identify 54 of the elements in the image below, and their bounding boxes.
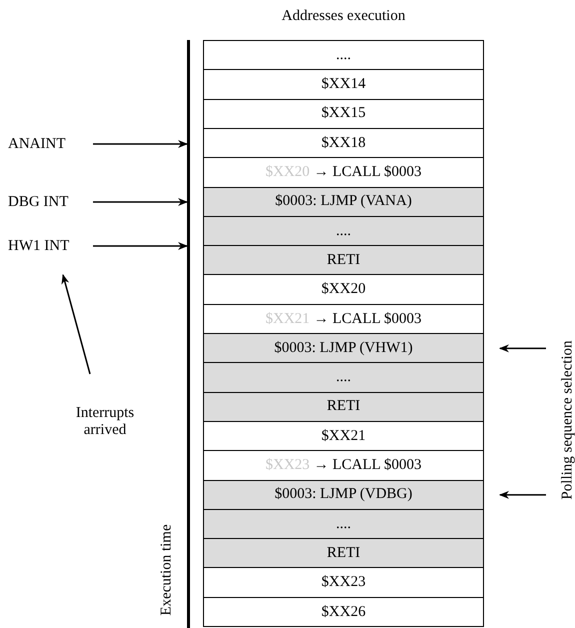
memory-row	[203, 98, 484, 130]
shaded-memory-row	[203, 245, 484, 276]
axis-caption: Execution time	[158, 524, 174, 616]
instruction-text: ....	[336, 46, 351, 64]
memory-row	[203, 420, 484, 452]
instruction-text: $0003: LJMP (VDBG)	[274, 486, 412, 504]
arrow	[499, 344, 546, 352]
shaded-memory-row	[203, 538, 484, 569]
diagram-title: Addresses execution	[282, 8, 406, 24]
memory-row	[203, 128, 484, 159]
memory-row	[203, 157, 484, 188]
shaded-memory-row	[203, 333, 484, 364]
memory-row	[203, 274, 484, 306]
instruction-text: ....	[336, 369, 351, 386]
memory-row	[203, 450, 484, 481]
shaded-memory-row	[203, 216, 484, 247]
side-caption: Polling sequence selection	[560, 340, 575, 500]
instruction-text: $0003: LJMP (VHW1)	[274, 340, 413, 357]
interrupt-label: ANAINT	[8, 136, 66, 152]
shaded-memory-row	[203, 508, 484, 540]
shaded-memory-row	[203, 362, 484, 394]
instruction-text: RETI	[326, 252, 360, 269]
timeline-line	[187, 40, 190, 628]
instruction-text: ....	[336, 516, 351, 533]
memory-row	[203, 69, 484, 100]
interrupt-label: DBG INT	[8, 194, 68, 210]
instruction-text: $XX21	[321, 428, 366, 445]
memory-row	[203, 304, 484, 334]
instruction-text: → LCALL $0003	[314, 310, 422, 328]
instruction-text: ....	[336, 222, 351, 240]
memory-row	[203, 596, 484, 628]
memory-row	[203, 40, 484, 71]
instruction-text: → LCALL $0003	[314, 457, 422, 474]
instruction-text: $XX14	[321, 76, 366, 94]
shaded-memory-row	[203, 186, 484, 218]
arrow	[93, 242, 188, 250]
instruction-text: → LCALL $0003	[314, 164, 422, 182]
arrow	[499, 490, 546, 499]
arrow	[93, 140, 188, 148]
instruction-text: $XX26	[321, 604, 366, 621]
shaded-memory-row	[203, 480, 484, 510]
instruction-text: $XX15	[321, 105, 366, 122]
arrow	[62, 274, 91, 374]
arrow	[93, 198, 188, 206]
annotation-text: Interrupts arrived	[74, 405, 136, 439]
instruction-text: $XX18	[321, 134, 366, 152]
instruction-text: RETI	[326, 544, 360, 562]
interrupt-label: HW1 INT	[8, 238, 70, 254]
instruction-text: RETI	[326, 398, 360, 416]
instruction-text: $0003: LJMP (VANA)	[275, 193, 412, 210]
instruction-text: $XX20	[321, 281, 366, 298]
memory-row	[203, 567, 484, 598]
instruction-text: $XX23	[321, 574, 366, 592]
shaded-memory-row	[203, 392, 484, 422]
